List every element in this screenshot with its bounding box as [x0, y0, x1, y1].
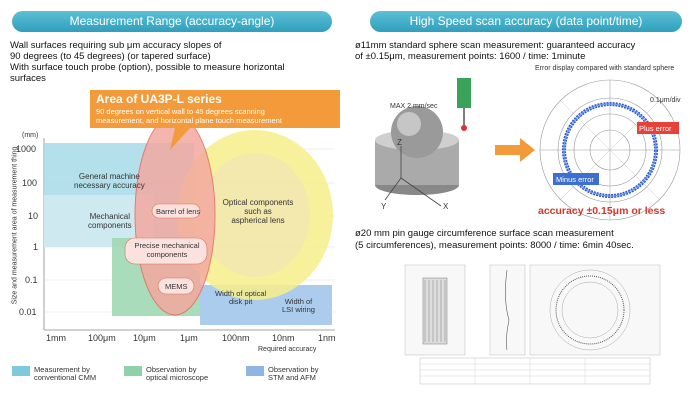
pin-gauge-text-2: (5 circumferences), measurement points: …: [355, 240, 634, 251]
error-display-note: Error display compared with standard sph…: [535, 65, 675, 72]
measurement-range-chart: [43, 90, 340, 331]
description-line: Wall surfaces requiring sub μm accuracy …: [10, 40, 222, 51]
pin-gauge-plot-2: [489, 264, 526, 356]
precise-mechanical-label: Precise mechanical components: [134, 241, 200, 259]
x-tick: 10nm: [272, 333, 295, 343]
minus-error-label: Minus error: [556, 175, 594, 184]
description-line: surfaces: [10, 73, 46, 84]
sphere-scan-text-1: ø11mm standard sphere scan measurement: …: [355, 40, 636, 51]
legend-swatch: [124, 366, 142, 376]
probe: [457, 78, 471, 108]
callout-title: Area of UA3P-L series: [96, 92, 222, 106]
z-axis-label: Z: [397, 138, 402, 147]
sphere-scan-illustration: [375, 78, 681, 385]
barrel-of-lens-label: Barrel of lens: [156, 207, 201, 216]
x-tick: 1nm: [318, 333, 336, 343]
y-tick: 1000: [16, 144, 37, 154]
optical-components-label: Optical components such as aspherical le…: [222, 198, 294, 225]
measurement-range-panel: Measurement Range (accuracy-angle) Wall …: [10, 11, 340, 382]
y-axis-label: Size and measurement area of measurement…: [11, 146, 19, 305]
measurement-range-description: Wall surfaces requiring sub μm accuracy …: [10, 40, 285, 84]
max-speed-label: MAX 2 mm/sec: [390, 103, 438, 110]
y-tick: 0.01: [19, 307, 37, 317]
legend-swatch: [246, 366, 264, 376]
optical-disk-label: Width of optical disk pit: [215, 289, 267, 306]
scan-accuracy-panel: High Speed scan accuracy (data point/tim…: [345, 0, 690, 404]
accuracy-label: accuracy ±0.15μm or less: [538, 205, 666, 217]
mechanical-components-label: Mechanical components: [88, 212, 132, 230]
x-axis-label: Required accuracy: [258, 346, 317, 353]
pin-gauge-text-1: ø20 mm pin gauge circumference surface s…: [355, 228, 614, 239]
plus-error-label: Plus error: [639, 124, 672, 133]
scale-label: 0.1μm/div: [650, 97, 681, 104]
y-tick: 0.1: [25, 275, 38, 285]
x-tick: 10μm: [133, 333, 156, 343]
ua3p-l-callout: [90, 90, 340, 150]
sphere-scan-text-2: of ±0.15μm, measurement points: 1600 / t…: [355, 51, 586, 62]
x-tick: 100μm: [88, 333, 116, 343]
arrow-icon: [495, 138, 535, 162]
general-machine-label: General machine necessary accuracy: [74, 172, 145, 190]
pin-gauge-polar-plot: [529, 264, 661, 356]
measurement-range-header: Measurement Range (accuracy-angle): [12, 11, 332, 32]
y-axis-label: Y: [381, 202, 387, 211]
mems-label: MEMS: [165, 282, 188, 291]
description-line: With surface touch probe (option), possi…: [10, 62, 285, 73]
lsi-wiring-label: Width of LSI wiring: [282, 297, 315, 314]
x-tick: 1mm: [46, 333, 66, 343]
result-table: [419, 357, 651, 385]
y-tick: 1: [33, 242, 39, 252]
x-tick: 100nm: [222, 333, 250, 343]
x-axis-label: X: [443, 202, 449, 211]
y-tick: 10: [28, 211, 39, 221]
y-tick: 100: [22, 178, 38, 188]
description-line: 90 degrees (to 45 degrees) (or tapered s…: [10, 51, 211, 62]
x-tick: 1μm: [180, 333, 198, 343]
scan-accuracy-header: High Speed scan accuracy (data point/tim…: [370, 11, 682, 32]
legend-swatch: [12, 366, 30, 376]
y-axis-unit: (mm): [22, 132, 39, 139]
callout-text: 90 degrees on vertical wall to 45 degree…: [96, 107, 282, 125]
